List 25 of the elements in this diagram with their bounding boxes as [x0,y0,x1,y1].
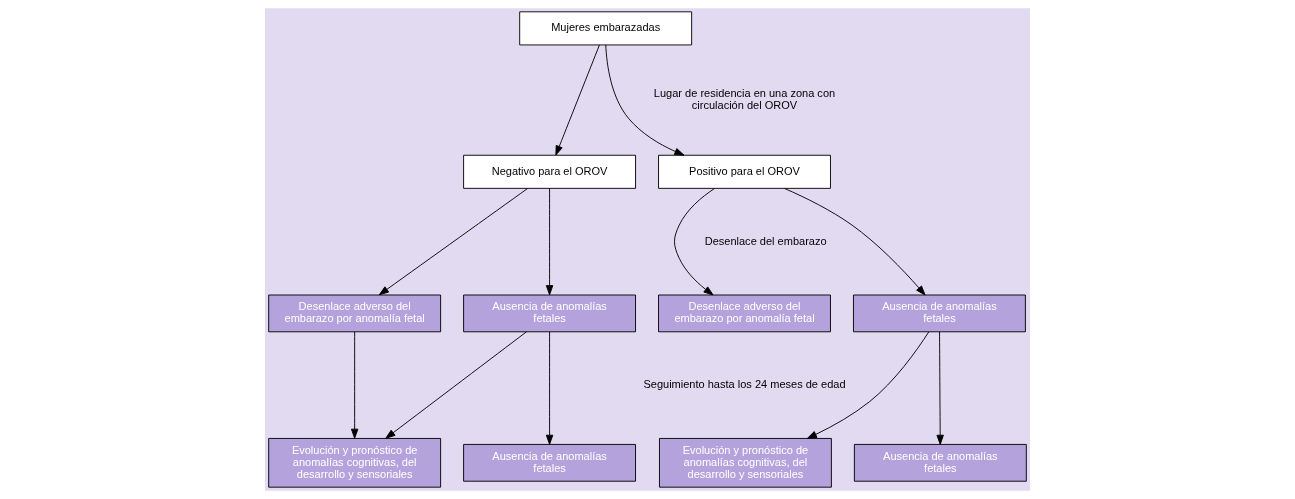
node-box: Evolución y pronóstico de anomalías cognitivas, del desarrollo y sensoriales [659,438,832,488]
arrow [605,44,685,156]
arrow [555,44,600,156]
arrow [378,188,529,296]
node-box: Desenlace adverso del embarazo por anomalía fetal [268,294,442,333]
node-box: Evolución y pronóstico de anomalías cognitivas, del desarrollo y sensoriales [268,438,442,488]
node-box: Desenlace adverso del embarazo por anomalía fetal [658,294,831,333]
arrow [385,331,527,439]
arrow [545,188,554,296]
node-box: Ausencia de anomalías fetales [853,294,1026,333]
node-box: Ausencia de anomalías fetales [463,294,636,333]
arrow [936,331,944,445]
label: Lugar de residencia en una zona con circulación del OROV [653,86,836,111]
arrow [545,331,554,445]
node-box: Ausencia de anomalías fetales [463,443,636,482]
arrow [784,188,926,296]
node-box: Positivo para el OROV [658,154,831,189]
arrow [674,188,715,296]
node-box: Ausencia de anomalías fetales [853,443,1027,482]
node-box: Negativo para el OROV [463,154,636,189]
label: Desenlace del embarazo [704,234,827,247]
arrow [806,331,930,439]
arrow [350,331,359,439]
label: Seguimiento hasta los 24 meses de edad [643,377,846,390]
node-box: Mujeres embarazadas [519,11,693,46]
